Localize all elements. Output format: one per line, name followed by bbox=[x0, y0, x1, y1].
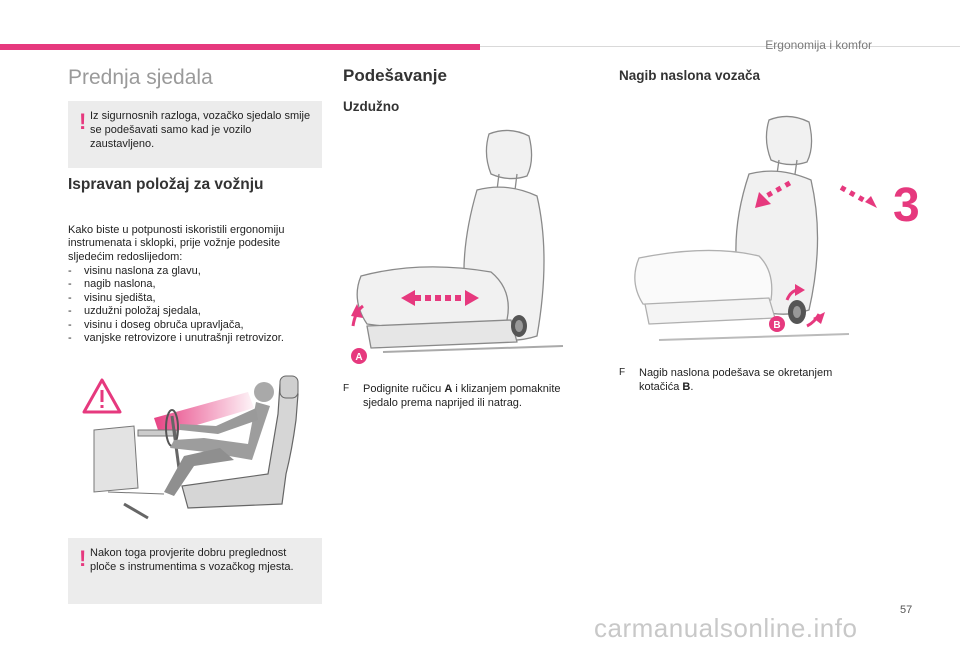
step-bullet-icon: F bbox=[619, 367, 626, 378]
step-text: Nagib naslona podešava se okretanjem kot… bbox=[639, 367, 833, 393]
page-title: Prednja sjedala bbox=[68, 66, 213, 89]
subheading-longitudinal: Uzdužno bbox=[343, 99, 400, 114]
warning-text: Nakon toga provjerite dobru preglednost … bbox=[90, 547, 294, 573]
top-accent-bar bbox=[0, 44, 480, 50]
watermark: carmanualsonline.info bbox=[594, 613, 858, 643]
chapter-number: 3 bbox=[893, 179, 920, 232]
visibility-warning-box: ! Nakon toga provjerite dobru preglednos… bbox=[68, 538, 322, 604]
label-a-marker bbox=[351, 348, 367, 364]
warning-text: Iz sigurnosnih razloga, vozačko sjedalo … bbox=[90, 110, 311, 150]
section-heading-driving-position: Ispravan položaj za vožnju bbox=[68, 176, 264, 193]
page-number: 57 bbox=[900, 604, 913, 616]
list-item: visinu sjedišta, bbox=[68, 292, 328, 306]
step-key: A bbox=[444, 383, 453, 395]
intro-paragraph: Kako biste u potpunosti iskoristili ergo… bbox=[68, 224, 285, 263]
list-item: visinu i doseg obruča upravljača, bbox=[68, 319, 328, 333]
list-item: nagib naslona, bbox=[68, 278, 328, 292]
label-a: A bbox=[355, 352, 362, 363]
list-item: visinu naslona za glavu, bbox=[68, 265, 328, 279]
step-bullet-icon: F bbox=[343, 383, 350, 394]
label-b: B bbox=[773, 320, 780, 331]
warning-icon: ! bbox=[79, 546, 87, 571]
label-b-marker bbox=[769, 316, 785, 332]
list-item: vanjske retrovizore i unutrašnji retrovi… bbox=[68, 332, 328, 346]
section-heading-adjustment: Podešavanje bbox=[343, 66, 447, 85]
list-item: uzdužni položaj sjedala, bbox=[68, 305, 328, 319]
section-header: Ergonomija i komfor bbox=[765, 38, 872, 52]
adjustment-order-list: visinu naslona za glavu, nagib naslona, … bbox=[68, 265, 328, 346]
instruction-step: F Nagib naslona podešava se okretanjem k… bbox=[619, 366, 869, 398]
top-divider bbox=[480, 46, 960, 47]
instruction-step: F Podignite ručicu A i klizanjem pomakni… bbox=[343, 382, 593, 414]
step-text: Podignite ručicu A i klizanjem pomaknite… bbox=[363, 383, 561, 409]
driving-position-illustration bbox=[82, 375, 299, 520]
safety-warning-box: ! Iz sigurnosnih razloga, vozačko sjedal… bbox=[68, 101, 322, 168]
warning-triangle-icon bbox=[82, 378, 122, 414]
step-key: B bbox=[682, 381, 691, 393]
subheading-backrest-tilt: Nagib naslona vozača bbox=[619, 68, 761, 83]
backrest-tilt-illustration: B bbox=[634, 115, 877, 341]
warning-icon: ! bbox=[79, 109, 87, 134]
seat-longitudinal-illustration: A bbox=[351, 129, 564, 364]
